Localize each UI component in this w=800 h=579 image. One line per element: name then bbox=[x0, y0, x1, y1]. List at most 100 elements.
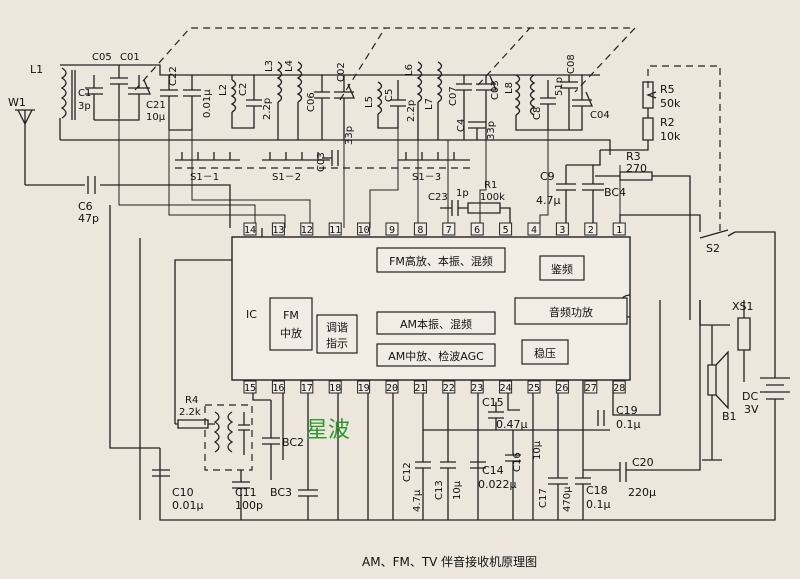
block-fm-front-label: FM高放、本振、混频 bbox=[389, 254, 493, 268]
ic-top-pin-label-3: 3 bbox=[559, 225, 565, 236]
ic-top-pin-label-8: 8 bbox=[417, 225, 423, 236]
l3-coil bbox=[276, 61, 283, 103]
watermark: 星波 bbox=[306, 418, 350, 443]
label-c12: C12 bbox=[402, 462, 413, 482]
label-c5-value: 2.2p bbox=[406, 100, 417, 122]
label-c02: C02 bbox=[336, 62, 347, 82]
label-c20-value: 220μ bbox=[628, 486, 656, 499]
block-tuning-label-1: 调谐 bbox=[326, 320, 348, 334]
label-c14-value: 0.022μ bbox=[478, 478, 517, 491]
ic-top-pin-8 bbox=[413, 222, 427, 236]
label-c17: C17 bbox=[538, 488, 549, 508]
block-regulator-label: 稳压 bbox=[534, 346, 556, 360]
ic-bottom-pin-24 bbox=[499, 380, 513, 394]
l5-coil bbox=[376, 81, 383, 115]
ic-top-pin-label-2: 2 bbox=[588, 225, 594, 236]
label-c01: C01 bbox=[120, 52, 140, 63]
label-r5: R5 bbox=[660, 83, 675, 96]
label-l7: L7 bbox=[424, 98, 435, 110]
label-xs1: XS1 bbox=[732, 300, 754, 313]
label-r1-value: 100k bbox=[480, 192, 505, 203]
block-am-osc-label: AM本振、混频 bbox=[400, 317, 472, 331]
ic-top-pin-label-14: 14 bbox=[244, 225, 256, 236]
label-s1-2: S1－2 bbox=[272, 172, 301, 183]
label-r5-value: 50k bbox=[660, 97, 681, 110]
wire-ic-left-bottom bbox=[252, 380, 369, 520]
bc2-cap bbox=[262, 400, 280, 480]
label-c19-value: 0.1μ bbox=[616, 418, 641, 431]
label-c6: C6 bbox=[78, 200, 93, 213]
label-c06: C06 bbox=[306, 92, 317, 112]
ic-bottom-pin-label-23: 23 bbox=[471, 383, 483, 394]
ic-top-pin-10 bbox=[357, 222, 371, 236]
ic-bottom-pin-label-22: 22 bbox=[443, 383, 455, 394]
wire-r5-r2 bbox=[600, 108, 649, 151]
label-c1-value: 3p bbox=[78, 101, 91, 112]
c12-cap bbox=[415, 430, 431, 520]
r2-res bbox=[642, 117, 654, 141]
ic-bottom-pin-label-18: 18 bbox=[329, 383, 341, 394]
label-c14: C14 bbox=[482, 464, 504, 477]
label-c17-value: 470μ bbox=[562, 486, 573, 512]
label-c08: C08 bbox=[566, 54, 577, 74]
wire-l34 bbox=[277, 102, 299, 140]
label-r3: R3 bbox=[626, 150, 641, 163]
l4-coil bbox=[296, 61, 303, 103]
ic-top-pin-label-10: 10 bbox=[358, 225, 370, 236]
c04-cap bbox=[515, 75, 593, 131]
ic-top-pin-4 bbox=[527, 222, 541, 236]
ic-bottom-pin-28 bbox=[612, 380, 626, 394]
ic-top-pin-label-6: 6 bbox=[474, 225, 480, 236]
block-fm-if-label-1: FM bbox=[283, 309, 299, 322]
ic-bottom-pin-15 bbox=[243, 380, 257, 394]
label-dc: DC bbox=[742, 390, 758, 403]
ic-top-pin-label-12: 12 bbox=[301, 225, 313, 236]
wire-r3 bbox=[595, 175, 691, 300]
ic-bottom-pin-19 bbox=[357, 380, 371, 394]
ic-top-pin-11 bbox=[328, 222, 342, 236]
ic-top-pin-label-13: 13 bbox=[272, 225, 284, 236]
wire-top-rail bbox=[60, 64, 600, 76]
ic-bottom-pin-label-28: 28 bbox=[613, 383, 625, 394]
ic-bottom-pin-label-15: 15 bbox=[244, 383, 256, 394]
label-r4-value: 2.2k bbox=[179, 407, 201, 418]
wire-battery bbox=[159, 399, 776, 521]
label-c05: C05 bbox=[92, 52, 112, 63]
ic-bottom-pin-18 bbox=[328, 380, 342, 394]
c11-cap bbox=[232, 470, 250, 520]
battery-dc bbox=[760, 377, 790, 400]
label-bc3: BC3 bbox=[270, 486, 292, 499]
block-tuning-label-2: 指示 bbox=[326, 336, 348, 350]
label-c13-value: 10μ bbox=[452, 480, 463, 500]
c8-cap bbox=[540, 80, 556, 130]
label-c8: C8 bbox=[532, 107, 543, 120]
label-c03: C03 bbox=[316, 152, 327, 172]
c1-cap bbox=[85, 75, 103, 120]
ic-bottom-pin-label-27: 27 bbox=[585, 383, 597, 394]
l8-sec bbox=[529, 74, 536, 116]
label-c07: C07 bbox=[448, 86, 459, 106]
label-dc-value: 3V bbox=[744, 403, 759, 416]
block-tuning bbox=[316, 314, 358, 354]
c18-cap bbox=[575, 470, 591, 520]
label-c23: C23 bbox=[428, 192, 448, 203]
label-c2-value: 2.2p bbox=[262, 98, 273, 120]
ic-bottom-pin-label-26: 26 bbox=[556, 383, 568, 394]
c16-cap bbox=[505, 430, 521, 520]
ic-top-pin-label-4: 4 bbox=[531, 225, 537, 236]
ic-top-pin-label-1: 1 bbox=[616, 225, 622, 236]
c15-cap bbox=[488, 402, 504, 430]
ic-bottom-pin-label-16: 16 bbox=[272, 383, 284, 394]
label-s2: S2 bbox=[706, 242, 720, 255]
label-c18-value: 0.1μ bbox=[586, 498, 611, 511]
c03-cap bbox=[322, 150, 339, 166]
c06-cap bbox=[314, 75, 330, 140]
l1-coil bbox=[60, 67, 67, 119]
label-r2-value: 10k bbox=[660, 130, 681, 143]
label-c2: C2 bbox=[238, 83, 249, 96]
label-c20: C20 bbox=[632, 456, 654, 469]
label-c15-value: 0.47μ bbox=[496, 418, 528, 431]
label-c22: C22 bbox=[168, 66, 179, 86]
label-l6: L6 bbox=[404, 64, 415, 76]
